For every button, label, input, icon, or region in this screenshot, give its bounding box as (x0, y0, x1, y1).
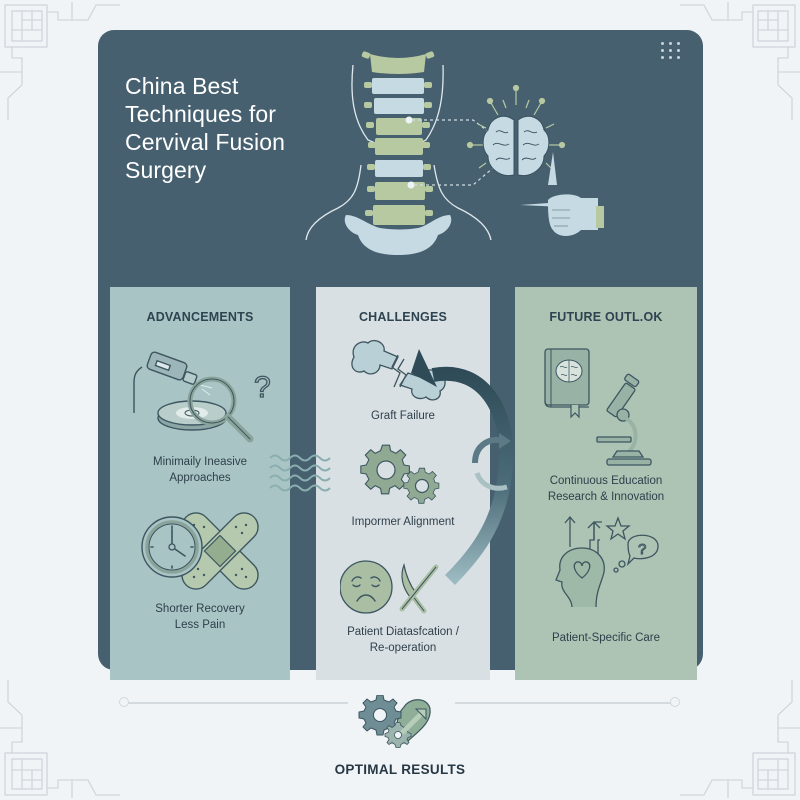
brain-icon (466, 84, 566, 177)
divider-dot-right (670, 697, 680, 707)
label-line: Graft Failure (371, 410, 435, 422)
corner-ornament-bottom-right (680, 680, 800, 800)
corner-ornament-bottom-left (0, 680, 120, 800)
endoscope-magnifier-icon: ? (133, 351, 271, 443)
label-line: Approaches (169, 472, 231, 484)
gears-icon (360, 444, 440, 504)
panel-item-label: Graft Failure (316, 408, 490, 424)
corner-ornament-top-right (680, 0, 800, 120)
panel-heading: ADVANCEMENTS (146, 310, 254, 324)
label-line: Patient Diatasfcation / (347, 626, 459, 638)
panel-challenges: CHALLENGES Graft Failure Impormer Alignm… (316, 287, 490, 680)
label-line: Re-operation (369, 642, 437, 654)
title-line-2: Techniques for (125, 101, 276, 127)
panel-heading: FUTURE OUTL.OK (549, 310, 663, 324)
panel-item-label: Shorter Recovery Less Pain (110, 601, 290, 633)
hero-illustration (305, 51, 604, 255)
divider-line-left (124, 702, 348, 704)
label-line: Patient-Specific Care (551, 632, 661, 644)
page-title: China Best Techniques for Cervival Fusio… (125, 72, 325, 184)
panel-future-outlook: FUTURE OUTL.OK Continuous Education Rese… (515, 287, 697, 680)
sad-face-scalpel-icon (340, 560, 439, 614)
head-heart-icon: ? (555, 515, 659, 608)
dot-grid-icon (661, 42, 681, 59)
label-line: Less Pain (174, 619, 226, 631)
label-line: Shorter Recovery (155, 603, 245, 615)
neck-outline-icon (305, 64, 492, 241)
label-line: Minimaily Ineasive (153, 456, 247, 468)
divider-line-right (455, 702, 675, 704)
panel-item-label: Patient-Specific Care (515, 630, 697, 646)
panel-heading: CHALLENGES (358, 310, 448, 324)
panel-advancements: ADVANCEMENTS ? Minimaily Ineasive Approa… (110, 287, 290, 680)
title-line-4: Surgery (125, 157, 207, 183)
broken-bone-icon (351, 339, 446, 401)
panel-item-label: Impormer Alignment (316, 514, 490, 530)
title-line-1: China Best (125, 73, 239, 99)
clock-bandage-icon (141, 512, 259, 590)
wave-connector-icon (269, 454, 331, 492)
scalpel-hand-icon (520, 152, 604, 236)
label-line: Continuous Education (549, 475, 663, 487)
corner-ornament-top-left (0, 0, 120, 120)
label-line: Research & Innovation (547, 491, 665, 503)
book-microscope-icon (544, 348, 652, 466)
panel-item-label: Continuous Education Research & Innovati… (515, 473, 697, 505)
gear-heart-arrow-icon (358, 695, 431, 748)
footer-label: OPTIMAL RESULTS (334, 762, 466, 777)
panel-item-label: Patient Diatasfcation / Re-operation (316, 624, 490, 656)
svg-text:?: ? (638, 541, 646, 558)
label-line: Impormer Alignment (351, 516, 455, 528)
title-line-3: Cervival Fusion (125, 129, 285, 155)
svg-text:?: ? (254, 371, 271, 404)
cervical-spine-icon (344, 51, 452, 255)
panel-item-label: Minimaily Ineasive Approaches (110, 454, 290, 486)
divider-dot-left (119, 697, 129, 707)
